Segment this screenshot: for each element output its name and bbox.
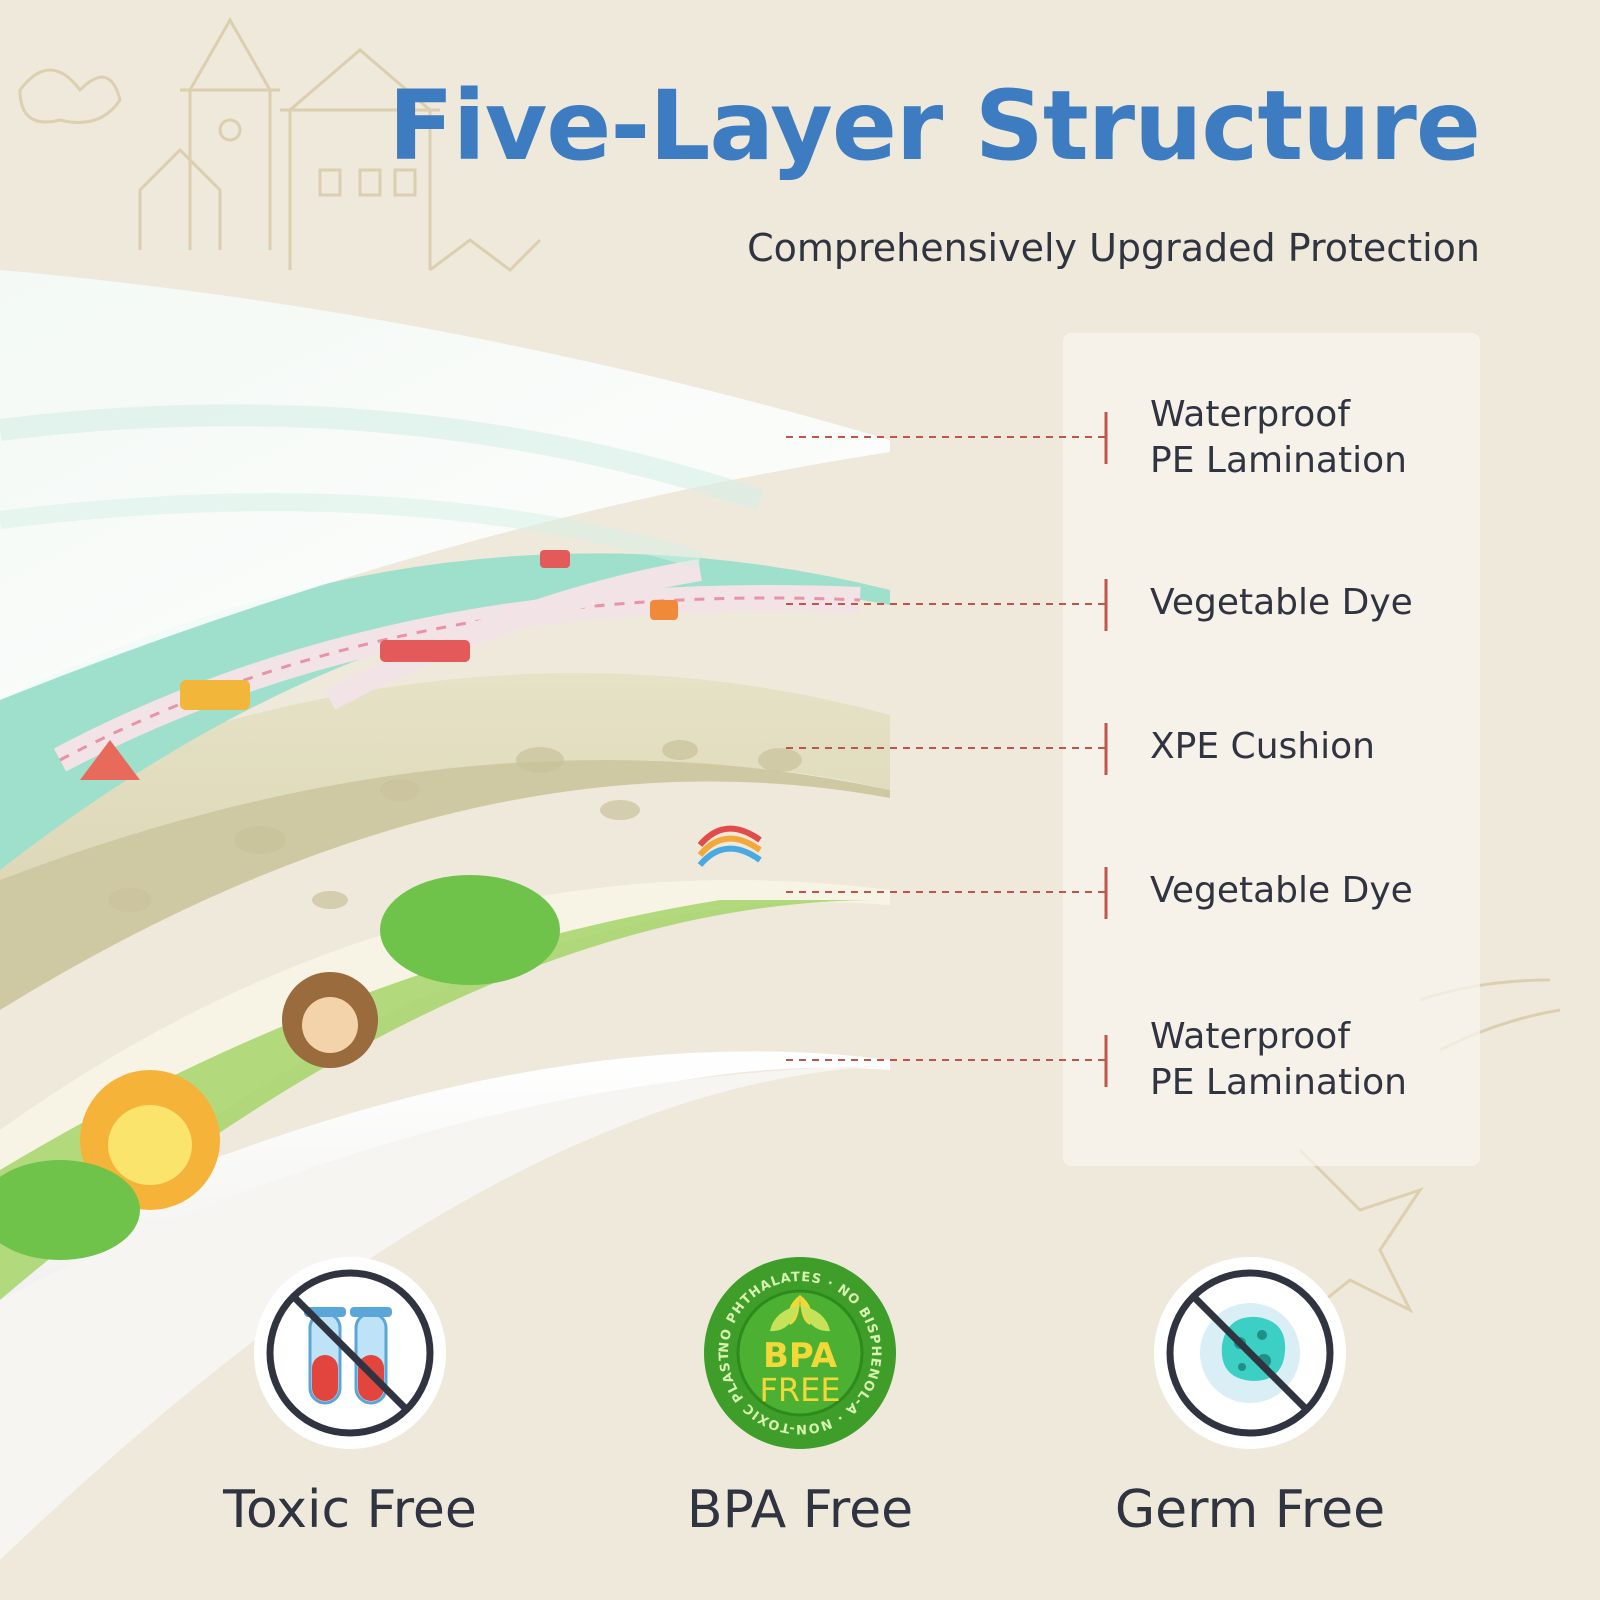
badge-label-bpa-free: BPA Free (686, 1480, 914, 1540)
layer-label-2-line1: Vegetable Dye (1150, 582, 1413, 623)
test-tubes-prohibited-icon (254, 1257, 446, 1449)
layer-label-1-line2: PE Lamination (1150, 440, 1407, 481)
layer-label-4-line1: Vegetable Dye (1150, 870, 1413, 911)
layer-label-5-line2: PE Lamination (1150, 1062, 1407, 1103)
layer-label-3-line1: XPE Cushion (1150, 726, 1375, 767)
bpa-free-seal-icon: NO PHTHALATES · NO BISPHENOL-A · NON-TOX… (702, 1255, 896, 1449)
page-title: Five-Layer Structure (388, 70, 1481, 182)
printed-road-layer (0, 553, 890, 870)
badge-label-germ-free: Germ Free (1114, 1480, 1386, 1540)
layer-label-1: Waterproof PE Lamination (1150, 392, 1407, 484)
layer-label-2: Vegetable Dye (1150, 580, 1413, 626)
seal-main-text: BPA (763, 1336, 838, 1376)
seal-sub-text: FREE (759, 1371, 840, 1409)
badge-label-toxic-free: Toxic Free (223, 1480, 477, 1540)
page-subtitle: Comprehensively Upgraded Protection (747, 226, 1480, 270)
layer-label-4: Vegetable Dye (1150, 868, 1413, 914)
layer-label-3: XPE Cushion (1150, 724, 1375, 770)
layer-label-5: Waterproof PE Lamination (1150, 1014, 1407, 1106)
layer-label-1-line1: Waterproof (1150, 394, 1351, 435)
layer-label-5-line1: Waterproof (1150, 1016, 1351, 1057)
germ-prohibited-icon (1154, 1257, 1346, 1449)
top-pe-layer (0, 270, 890, 700)
layer-labels-panel (1063, 333, 1480, 1166)
